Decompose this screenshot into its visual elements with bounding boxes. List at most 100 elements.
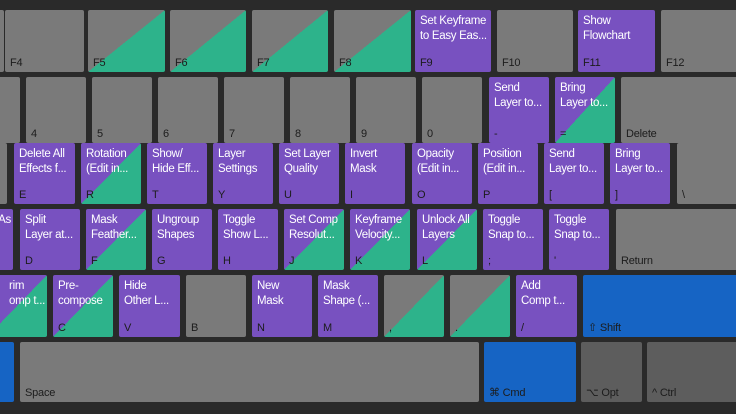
key-cap-label: [ bbox=[549, 189, 552, 201]
key-4[interactable]: 4 bbox=[26, 77, 86, 143]
key-f9[interactable]: Set Keyframe to Easy Eas... F9 bbox=[415, 10, 491, 72]
key-8[interactable]: 8 bbox=[290, 77, 350, 143]
key-f10[interactable]: F10 bbox=[497, 10, 573, 72]
key-symbol-41[interactable]: Toggle Snap to...; bbox=[483, 209, 543, 270]
shortcut-label: Toggle Show L... bbox=[223, 214, 269, 241]
key-opt[interactable]: ⌥ Opt bbox=[581, 342, 642, 402]
key-cap-label: 7 bbox=[229, 128, 235, 140]
key-symbol-52[interactable]: Add Comp t.../ bbox=[516, 275, 577, 337]
key-r[interactable]: Rotation (Edit in...R bbox=[81, 143, 141, 204]
key-cap-label: ⌥ Opt bbox=[586, 387, 619, 399]
shortcut-label: Set Layer Quality bbox=[284, 148, 331, 175]
key-cap-label: Delete bbox=[626, 128, 657, 140]
key-d[interactable]: Split Layer at...D bbox=[20, 209, 80, 270]
key-cap-label: ] bbox=[615, 189, 618, 201]
key-t[interactable]: Show/ Hide Eff...T bbox=[147, 143, 207, 204]
key-delete[interactable]: Delete bbox=[621, 77, 736, 143]
key-k[interactable]: Keyframe Velocity... K bbox=[350, 209, 410, 270]
key-f5[interactable]: F5 bbox=[88, 10, 165, 72]
key-cap-label: N bbox=[257, 322, 265, 334]
key-cap-label: ⌘ Cmd bbox=[489, 387, 526, 399]
key-cap-label: ' bbox=[554, 255, 556, 267]
key-cap-label: ⇧ Shift bbox=[588, 322, 621, 334]
key-9[interactable]: 9 bbox=[356, 77, 416, 143]
key-v[interactable]: Hide Other L...V bbox=[119, 275, 180, 337]
key-cap-label: 5 bbox=[97, 128, 103, 140]
shortcut-label: Show Flowchart bbox=[583, 15, 631, 42]
key-f[interactable]: Mask Feather...F bbox=[86, 209, 146, 270]
key-f7[interactable]: F7 bbox=[252, 10, 328, 72]
key-cap-label: Y bbox=[218, 189, 226, 201]
key-partial[interactable] bbox=[0, 143, 7, 204]
shortcut-label: Set Keyframe to Easy Eas... bbox=[420, 15, 487, 42]
key-cmd[interactable]: ⌘ Cmd bbox=[484, 342, 576, 402]
key-cap-label: F4 bbox=[10, 57, 23, 69]
key-cap-label: M bbox=[323, 322, 332, 334]
key-f6[interactable]: F6 bbox=[170, 10, 246, 72]
key-7[interactable]: 7 bbox=[224, 77, 284, 143]
key-cap-label: F bbox=[91, 255, 98, 267]
key-symbol-32[interactable]: \ bbox=[677, 143, 736, 204]
key-o[interactable]: Opacity (Edit in...O bbox=[412, 143, 472, 204]
key-symbol-30[interactable]: Send Layer to... [ bbox=[544, 143, 604, 204]
shortcut-label: Show/ Hide Eff... bbox=[152, 148, 199, 175]
key-symbol-50[interactable]: , bbox=[384, 275, 444, 337]
key-j[interactable]: Set Comp Resolut...J bbox=[284, 209, 344, 270]
shortcut-label: As bbox=[0, 214, 11, 226]
shortcut-label: Split Layer at... bbox=[25, 214, 73, 241]
shortcut-label: New Mask bbox=[257, 280, 284, 307]
key-cap-label: U bbox=[284, 189, 292, 201]
shortcut-label: Keyframe Velocity... bbox=[355, 214, 402, 241]
shortcut-label: Hide Other L... bbox=[124, 280, 169, 307]
key-partial[interactable]: As bbox=[0, 209, 13, 270]
key-f12[interactable]: F12 bbox=[661, 10, 736, 72]
key-h[interactable]: Toggle Show L...H bbox=[218, 209, 278, 270]
key-shift[interactable]: ⇧ Shift bbox=[583, 275, 736, 337]
key-cap-label: G bbox=[157, 255, 166, 267]
key-space[interactable]: Space bbox=[20, 342, 479, 402]
key-b[interactable]: B bbox=[186, 275, 246, 337]
shortcut-label: Delete All Effects f... bbox=[19, 148, 67, 175]
key-5[interactable]: 5 bbox=[92, 77, 152, 143]
key-symbol-51[interactable]: . bbox=[450, 275, 510, 337]
shortcut-label: Position (Edit in... bbox=[483, 148, 526, 175]
shortcut-label: Send Layer to... bbox=[549, 148, 597, 175]
key-f8[interactable]: F8 bbox=[334, 10, 411, 72]
key-0[interactable]: 0 bbox=[422, 77, 482, 143]
key-f4[interactable]: F4 bbox=[5, 10, 84, 72]
key-6[interactable]: 6 bbox=[158, 77, 218, 143]
key-cap-label: K bbox=[355, 255, 363, 267]
key-partial[interactable] bbox=[0, 77, 20, 143]
key-cap-label: F12 bbox=[666, 57, 685, 69]
key-partial[interactable]: rim omp t... bbox=[0, 275, 47, 337]
key-m[interactable]: Mask Shape (...M bbox=[318, 275, 378, 337]
shortcut-label: Unlock All Layers bbox=[422, 214, 470, 241]
key-e[interactable]: Delete All Effects f...E bbox=[14, 143, 75, 204]
key-cap-label: F5 bbox=[93, 57, 106, 69]
key-symbol-42[interactable]: Toggle Snap to...' bbox=[549, 209, 609, 270]
key-cap-label: B bbox=[191, 322, 199, 334]
key-symbol-31[interactable]: Bring Layer to...] bbox=[610, 143, 670, 204]
key-partial[interactable] bbox=[0, 342, 14, 402]
key-ctrl[interactable]: ^ Ctrl bbox=[647, 342, 736, 402]
key-p[interactable]: Position (Edit in...P bbox=[478, 143, 538, 204]
key-return[interactable]: Return bbox=[616, 209, 736, 270]
key-cap-label: F9 bbox=[420, 57, 433, 69]
key-cap-label: L bbox=[422, 255, 428, 267]
key-partial[interactable] bbox=[0, 10, 4, 72]
key-cap-label: . bbox=[455, 322, 458, 334]
shortcut-label: Set Comp Resolut... bbox=[289, 214, 338, 241]
shortcut-label: Bring Layer to... bbox=[560, 82, 608, 109]
key-cap-label: 9 bbox=[361, 128, 367, 140]
key-symbol-18[interactable]: Send Layer to...- bbox=[489, 77, 549, 143]
key-symbol-19[interactable]: Bring Layer to...= bbox=[555, 77, 615, 143]
key-cap-label: F10 bbox=[502, 57, 521, 69]
